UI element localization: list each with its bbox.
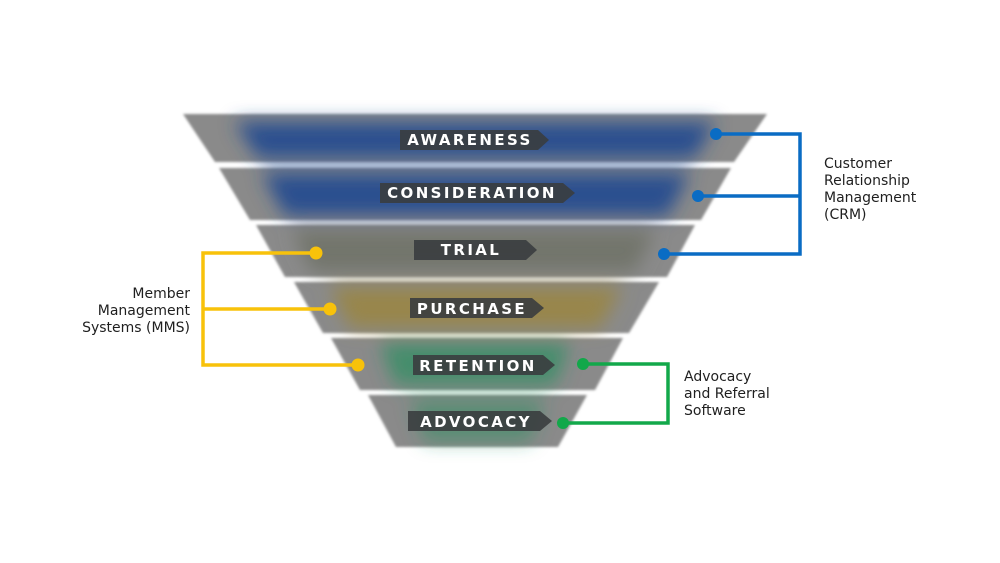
- crm-bracket: [664, 132, 802, 256]
- stage-label-advocacy: ADVOCACY: [420, 413, 532, 431]
- crm-dots: [658, 128, 722, 260]
- stage-label-retention: RETENTION: [419, 357, 537, 375]
- advocacy-label-line-1: Advocacy: [684, 369, 752, 385]
- crm-label-line-3: Management: [824, 190, 917, 206]
- mms-dot-retention: [351, 358, 365, 372]
- stage-label-purchase: PURCHASE: [417, 300, 527, 318]
- mms-dots: [309, 246, 365, 372]
- band-glows: [230, 162, 720, 336]
- tag-advocacy: [408, 411, 552, 431]
- stage-labels: AWARENESS CONSIDERATION TRIAL PURCHASE R…: [387, 131, 557, 431]
- stage-label-awareness: AWARENESS: [407, 131, 533, 149]
- advocacy-software-label: Advocacy and Referral Software: [684, 369, 770, 420]
- mms-label-line-2: Management: [97, 303, 190, 319]
- crm-label: Customer Relationship Management (CRM): [824, 156, 916, 224]
- advocacy-dot-advocacy: [557, 417, 569, 429]
- advocacy-connector: [563, 362, 670, 425]
- tag-purchase: [410, 298, 544, 318]
- stage-tags: [380, 130, 575, 431]
- crm-label-line-4: (CRM): [824, 207, 867, 223]
- stage-label-trial: TRIAL: [441, 241, 502, 259]
- crm-dot-trial: [658, 248, 670, 260]
- crm-label-line-1: Customer: [824, 156, 893, 172]
- tag-trial: [414, 240, 537, 260]
- tag-consideration: [380, 183, 575, 203]
- crm-dot-awareness: [710, 128, 722, 140]
- crm-connector: [664, 132, 802, 256]
- mms-dot-trial: [309, 246, 323, 260]
- mms-bracket: [201, 251, 358, 367]
- tag-retention: [413, 355, 555, 375]
- mms-label-line-1: Member: [132, 286, 190, 302]
- advocacy-dots: [557, 358, 589, 429]
- mms-label: Member Management Systems (MMS): [60, 286, 190, 337]
- stage-label-consideration: CONSIDERATION: [387, 184, 557, 202]
- advocacy-bracket: [563, 362, 670, 425]
- advocacy-dot-retention: [577, 358, 589, 370]
- crm-dot-consideration: [692, 190, 704, 202]
- advocacy-label-line-2: and Referral: [684, 386, 770, 402]
- tag-awareness: [400, 130, 549, 150]
- crm-label-line-2: Relationship: [824, 173, 910, 189]
- mms-label-line-3: Systems (MMS): [82, 320, 190, 336]
- advocacy-label-line-3: Software: [684, 403, 746, 419]
- mms-dot-purchase: [323, 302, 337, 316]
